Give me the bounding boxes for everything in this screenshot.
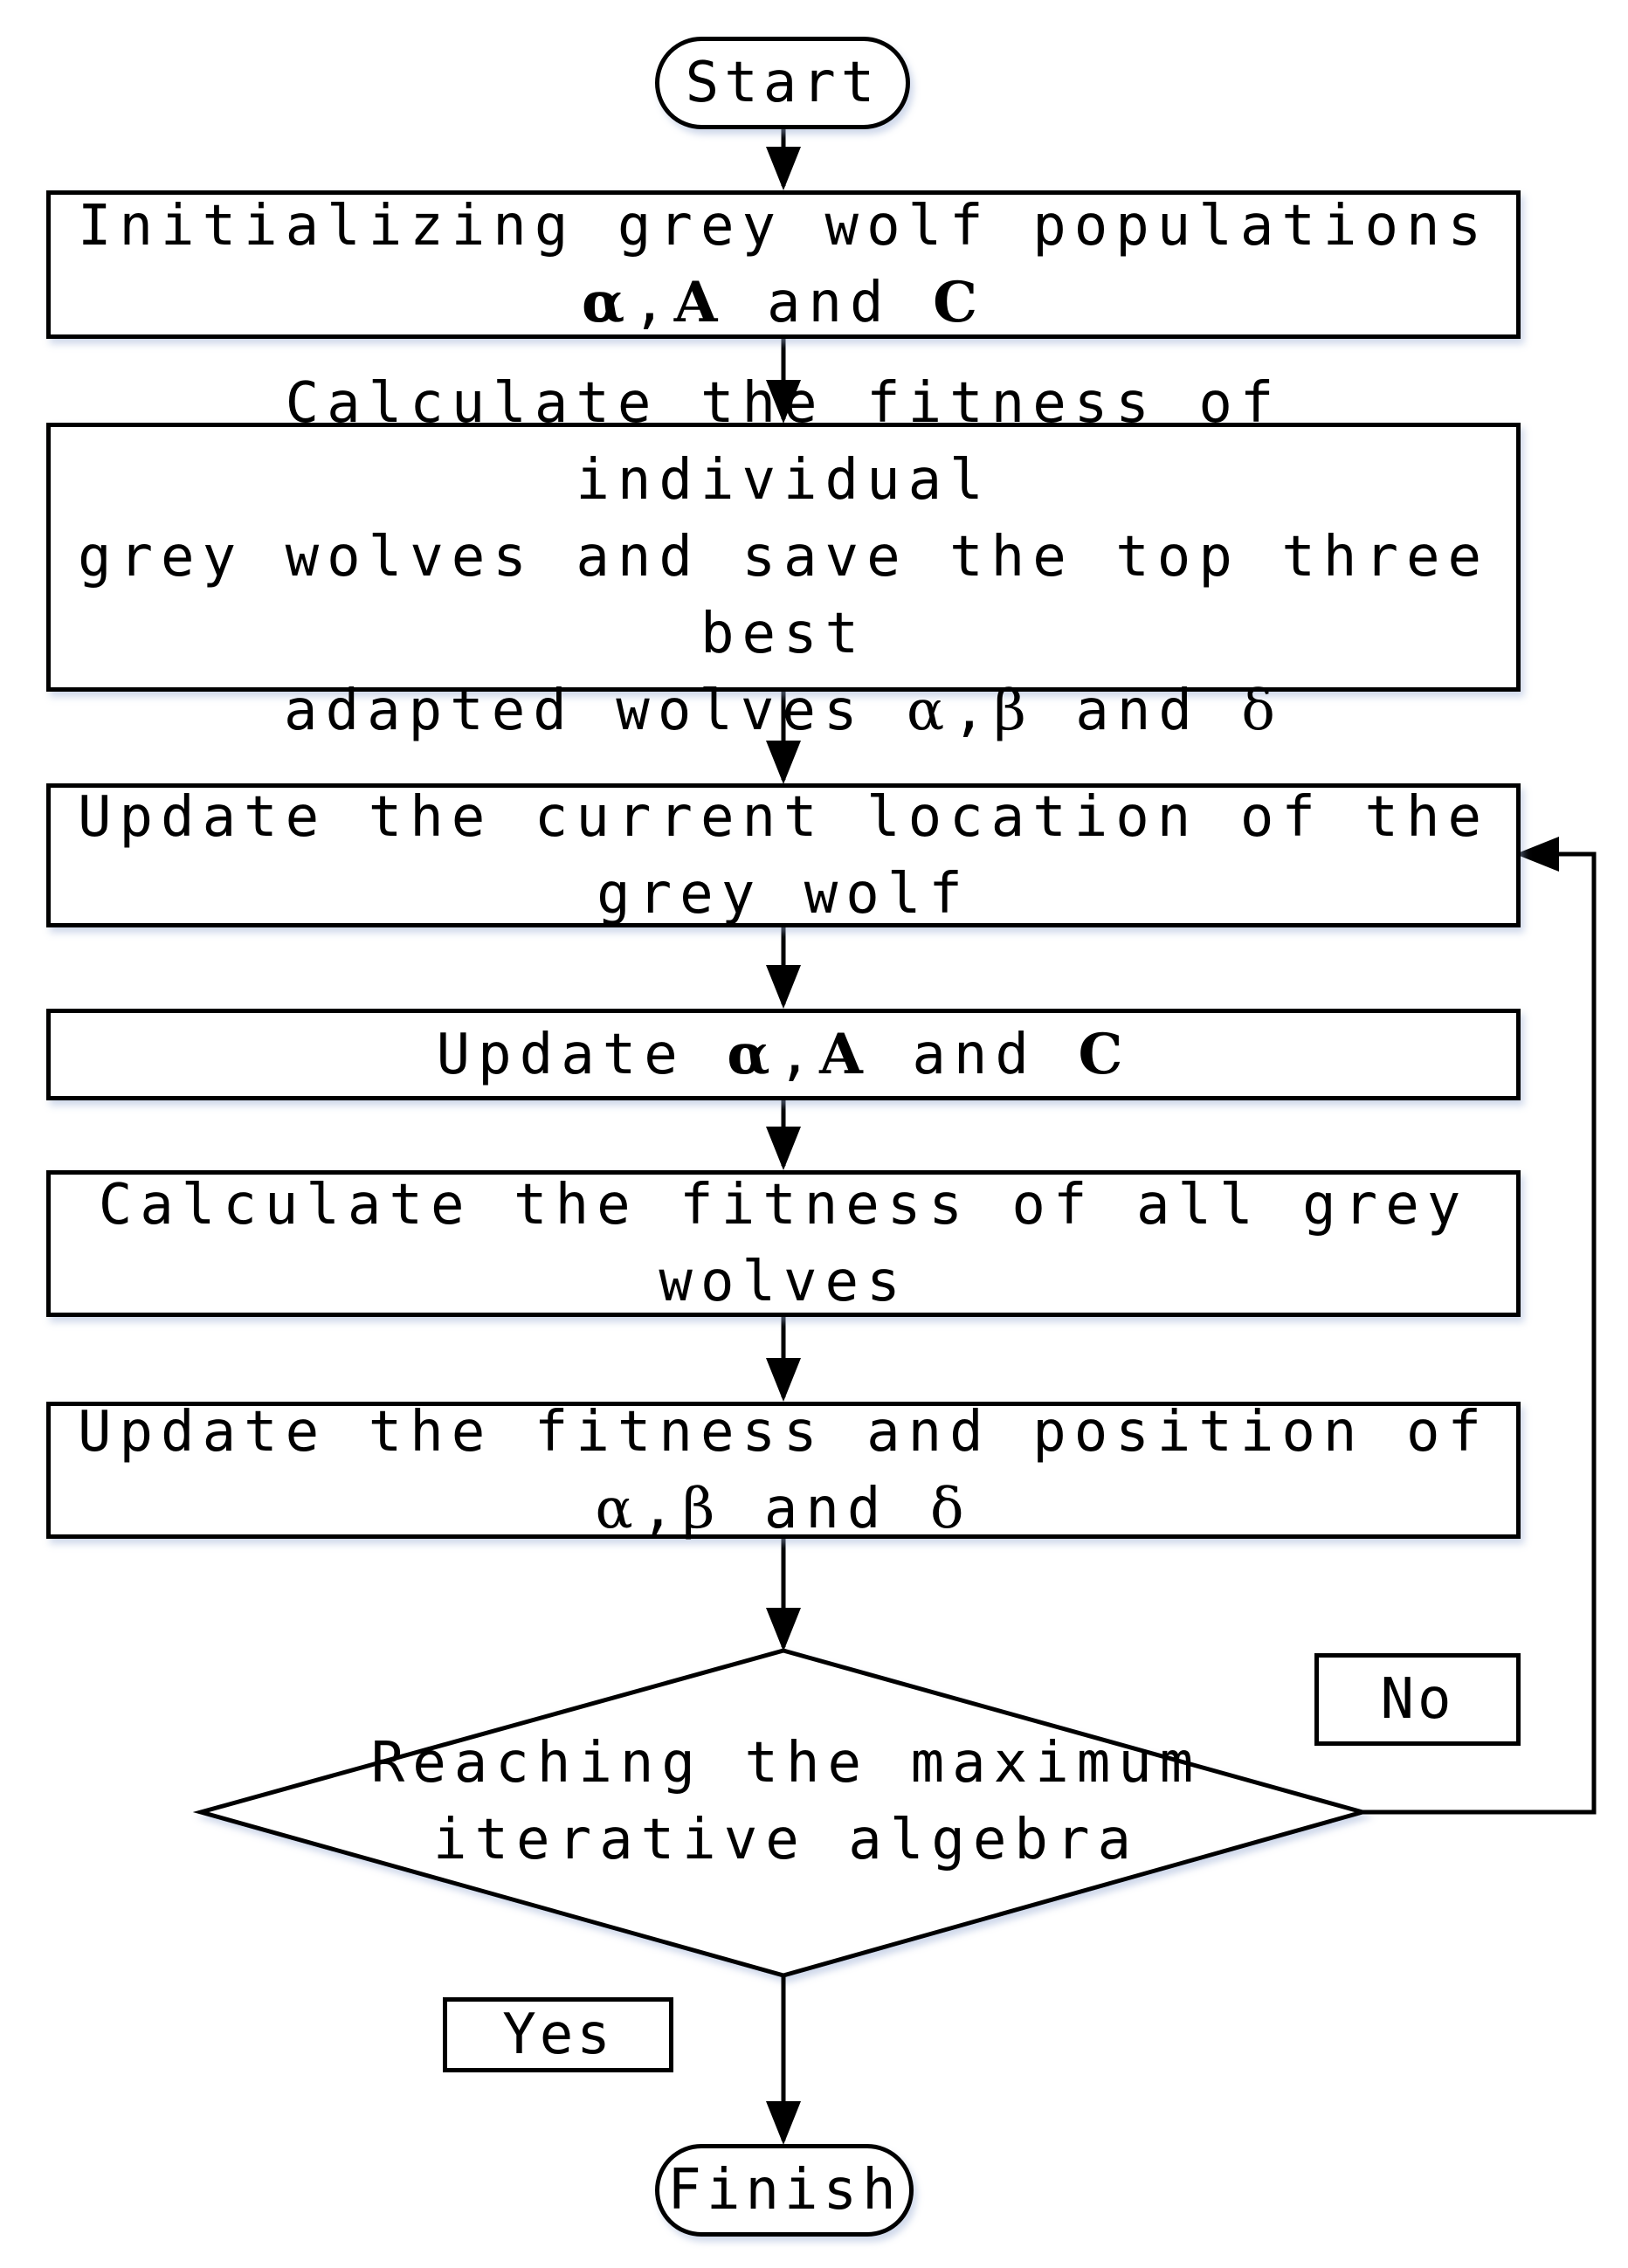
calc-all-label: Calculate the fitness of all grey wolves — [98, 1173, 1510, 1314]
calc-all-step: Calculate the fitness of all grey wolves — [46, 1170, 1521, 1317]
no-label: No — [1380, 1667, 1455, 1732]
alpha-symbol: α — [907, 679, 953, 743]
finish-node: Finish — [655, 2144, 914, 2237]
separator: , — [952, 679, 994, 743]
a-coefficient-symbol: A — [819, 1021, 871, 1087]
separator: , — [632, 271, 674, 335]
alpha-symbol: α — [581, 270, 633, 335]
c-coefficient-symbol: C — [933, 270, 986, 335]
update-location-label: Update the current location of the grey … — [77, 784, 1531, 927]
update-word: Update — [436, 1022, 686, 1087]
update-params-step: Update α,A and C — [46, 1009, 1521, 1100]
beta-symbol: β — [682, 1476, 723, 1541]
calc-fitness-step: Calculate the fitness of individual grey… — [46, 371, 1521, 743]
start-label: Start — [685, 51, 880, 115]
init-step: Initializing grey wolf populations α,A a… — [46, 190, 1521, 339]
decision-line1: Reaching the maximum — [370, 1731, 1202, 1796]
a-coefficient-symbol: A — [673, 270, 726, 335]
yes-label-box: Yes — [443, 1997, 673, 2072]
calc-fitness-line3: adapted wolves — [284, 679, 866, 743]
finish-label: Finish — [667, 2158, 901, 2223]
delta-symbol: δ — [929, 1476, 972, 1541]
update-fitness-step: Update the fitness and position of α,β a… — [46, 1399, 1521, 1541]
no-label-box: No — [1314, 1653, 1521, 1746]
decision-line2: iterative algebra — [432, 1808, 1140, 1872]
and-word: and — [763, 1476, 889, 1541]
and-word: and — [912, 1022, 1037, 1087]
beta-symbol: β — [993, 679, 1034, 743]
init-text: Initializing grey wolf populations — [77, 194, 1490, 259]
c-coefficient-symbol: C — [1078, 1021, 1131, 1087]
arrow-no-loop — [1362, 837, 1597, 1815]
calc-fitness-line2: grey wolves and save the top three best — [77, 525, 1531, 666]
update-location-step: Update the current location of the grey … — [46, 783, 1521, 927]
alpha-symbol: α — [727, 1021, 778, 1087]
delta-symbol: δ — [1241, 679, 1283, 743]
yes-label: Yes — [502, 2003, 614, 2067]
update-fitness-text: Update the fitness and position of — [77, 1399, 1490, 1465]
and-word: and — [1075, 679, 1200, 743]
alpha-symbol: α — [595, 1476, 641, 1541]
decision-label: Reaching the maximum iterative algebra — [218, 1725, 1354, 1879]
separator: , — [777, 1022, 820, 1087]
and-word: and — [766, 271, 892, 335]
calc-fitness-line1: Calculate the fitness of individual — [285, 371, 1323, 513]
start-node: Start — [655, 37, 910, 129]
separator: , — [640, 1476, 683, 1541]
